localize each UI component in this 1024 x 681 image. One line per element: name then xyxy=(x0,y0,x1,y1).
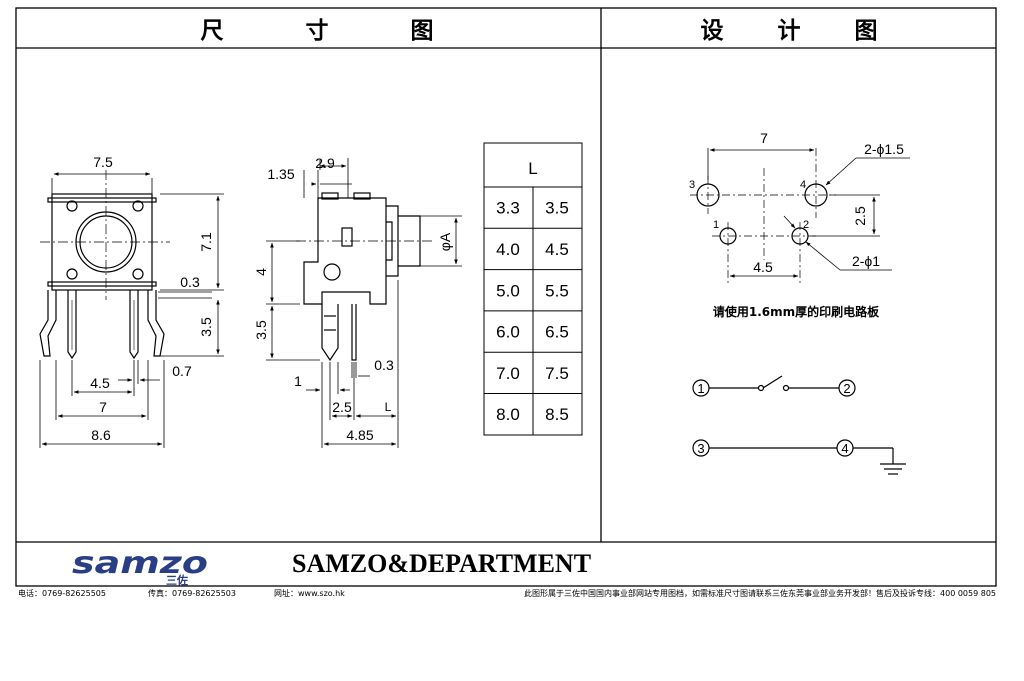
department-title: SAMZO&DEPARTMENT xyxy=(292,549,591,578)
dim-side-leg: 3.5 xyxy=(253,320,269,340)
pcb-layout xyxy=(690,148,836,284)
dim-height: 7.1 xyxy=(198,232,214,252)
side-view-dimensions xyxy=(266,158,462,448)
dim-span: 7 xyxy=(99,399,107,415)
pcb-note: 请使用1.6mm厚的印刷电路板 xyxy=(713,304,880,319)
dim-side-pin-spacing: 2.5 xyxy=(332,399,352,415)
side-view-labels: 1.35 2.9 4 φA 3.5 0.3 1 2.5 L 4.85 xyxy=(253,155,453,443)
node-1: 1 xyxy=(697,381,704,396)
svg-text:samzo: samzo xyxy=(72,546,208,581)
pcb-pin-4: 4 xyxy=(800,179,806,191)
pcb-hole-small-label: 2-ϕ1 xyxy=(852,253,880,269)
dim-width: 7.5 xyxy=(93,154,113,170)
switch-schematic xyxy=(692,375,906,475)
table-cell: 8.0 xyxy=(496,405,520,424)
table-cell: 4.0 xyxy=(496,240,520,259)
pcb-spacing-h: 7 xyxy=(760,130,768,146)
table-cell: 3.5 xyxy=(545,199,569,218)
side-view xyxy=(296,192,432,362)
front-view xyxy=(39,170,170,360)
frame xyxy=(15,7,997,587)
table-cell: 3.3 xyxy=(496,199,520,218)
table-cell: 7.0 xyxy=(496,364,520,383)
pcb-pin-1: 1 xyxy=(713,219,719,231)
node-3: 3 xyxy=(697,441,704,456)
svg-text:三佐: 三佐 xyxy=(166,573,188,587)
pcb-spacing-v: 2.5 xyxy=(852,206,868,226)
pcb-hole-large-label: 2-ϕ1.5 xyxy=(864,141,904,157)
samzo-logo: samzo 三佐 xyxy=(72,546,208,587)
schematic-labels: 1 2 3 4 xyxy=(697,381,850,456)
dim-side-pin-thickness: 0.3 xyxy=(374,357,394,373)
pcb-pin-2: 2 xyxy=(803,219,809,231)
footer-phone: 电话：0769-82625505 xyxy=(18,588,106,598)
table-cell: 6.5 xyxy=(545,323,569,342)
table-cell: 5.0 xyxy=(496,281,520,300)
pcb-dimensions xyxy=(707,148,910,278)
table-cell: 8.5 xyxy=(545,405,569,424)
node-2: 2 xyxy=(843,381,850,396)
table-cell: 5.5 xyxy=(545,281,569,300)
dim-leg-length: 3.5 xyxy=(198,317,214,337)
dim-pin-width: 0.7 xyxy=(172,363,192,379)
dim-pin-thickness: 0.3 xyxy=(180,274,200,290)
header-dimension-drawing: 尺 寸 图 xyxy=(200,17,435,44)
front-view-dimensions xyxy=(39,172,224,448)
dim-side-pin-width: 1 xyxy=(294,373,302,389)
footer: 电话：0769-82625505 传真：0769-82625503 网址：www… xyxy=(18,588,996,598)
l-table: L 3.3 3.5 4.0 4.5 5.0 5.5 6.0 6.5 7.0 7.5 8.0 8.5 xyxy=(483,142,583,436)
footer-fax: 传真：0769-82625503 xyxy=(148,588,236,598)
dim-overall: 8.6 xyxy=(91,427,111,443)
table-cell: 6.0 xyxy=(496,323,520,342)
dim-length-label: L xyxy=(385,400,392,414)
front-view-labels: 7.5 7.1 0.3 3.5 4.5 0.7 7 8.6 xyxy=(90,154,214,443)
table-cell: 7.5 xyxy=(545,364,569,383)
header-design-drawing: 设 计 图 xyxy=(700,17,879,44)
dim-side-overall: 4.85 xyxy=(346,427,373,443)
pcb-labels: 7 2.5 4.5 2-ϕ1.5 2-ϕ1 1 2 3 4 请使用1.6mm厚的… xyxy=(689,130,904,319)
dim-side-height: 4 xyxy=(253,268,269,276)
dim-diameter: φA xyxy=(437,232,453,251)
table-cell: 4.5 xyxy=(545,240,569,259)
dim-top-width: 2.9 xyxy=(315,155,335,171)
dim-top-offset: 1.35 xyxy=(267,166,294,182)
pcb-pin-3: 3 xyxy=(689,179,695,191)
footer-site: 网址：www.szo.hk xyxy=(274,588,345,598)
footer-disclaimer: 此图形属于三佐中国国内事业部网站专用图档，如需标准尺寸图请联系三佐东莞事业部业务… xyxy=(524,588,996,598)
table-header: L xyxy=(528,159,537,178)
pcb-spacing-small: 4.5 xyxy=(753,259,773,275)
node-4: 4 xyxy=(841,441,848,456)
dim-pin-spacing: 4.5 xyxy=(90,375,110,391)
